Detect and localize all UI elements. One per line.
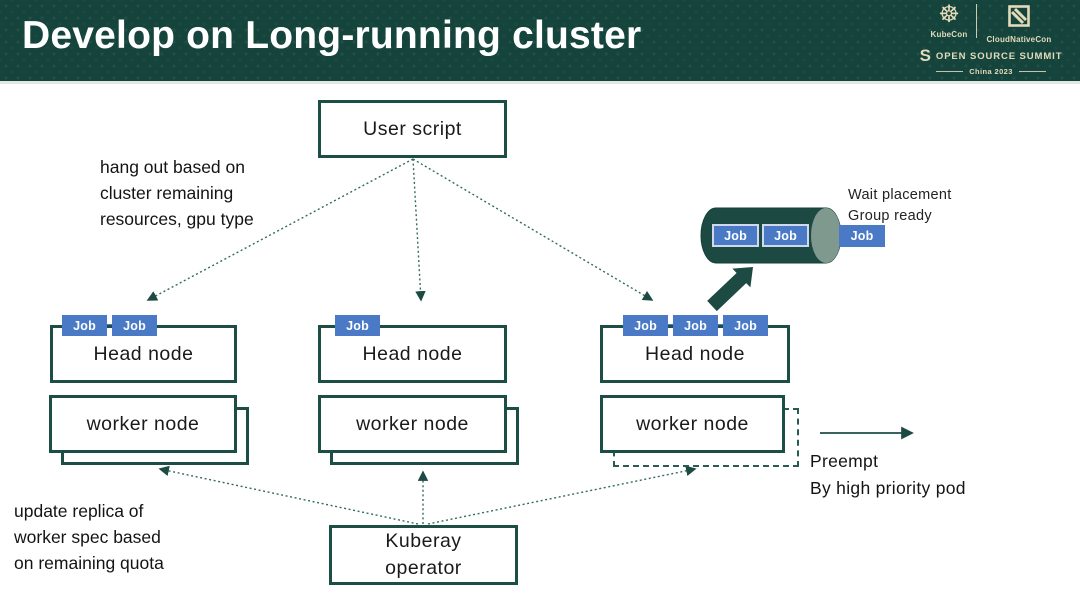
annotation-preempt: Preempt By high priority pod [810, 448, 966, 502]
job-label: Job [774, 228, 797, 243]
user-script-label: User script [363, 117, 462, 140]
logo-row: ☸ KubeCon CloudNativeCon [930, 1, 1052, 45]
job-label: Job [850, 229, 874, 243]
cloudnativecon-label: CloudNativeCon [986, 35, 1052, 44]
annotation-line: resources, gpu type [100, 209, 254, 229]
worker-node-box-2: worker node [318, 395, 507, 453]
summit-label: OPEN SOURCE SUMMIT [935, 50, 1063, 62]
worker-node-box-1: worker node [49, 395, 237, 453]
decorative-line-right [1018, 71, 1046, 72]
job-label: Job [123, 318, 146, 333]
waiting-job-badge: Job [839, 225, 885, 247]
annotation-line: cluster remaining [100, 183, 234, 203]
header-banner: Develop on Long-running cluster ☸ KubeCo… [0, 0, 1080, 84]
annotation-line: worker spec based [14, 527, 161, 547]
summit-s-icon: S [919, 46, 931, 65]
job-badge: Job [673, 315, 718, 336]
job-label: Job [724, 228, 747, 243]
annotation-line: Group ready [848, 208, 932, 224]
job-label: Job [346, 318, 369, 333]
annotation-line: on remaining quota [14, 553, 164, 573]
job-badge: Job [723, 315, 768, 336]
head-node-box-2: Head node [318, 325, 507, 383]
annotation-line: hang out based on [100, 157, 245, 177]
cloudnativecon-logo: CloudNativeCon [986, 2, 1051, 44]
user-script-box: User script [318, 100, 507, 158]
kuberay-operator-label: Kuberay [385, 530, 462, 552]
head-node-label: Head node [645, 342, 745, 365]
job-label: Job [73, 318, 96, 333]
annotation-wait-placement: Wait placement Group ready [848, 185, 952, 227]
arrow-operator-to-worker1 [158, 465, 419, 525]
job-badge: Job [62, 315, 107, 336]
kuberay-operator-box: Kuberay operator [329, 525, 518, 585]
job-badge: Job [623, 315, 668, 336]
annotation-update-replica: update replica of worker spec based on r… [14, 498, 164, 576]
annotation-line: By high priority pod [810, 478, 966, 498]
job-label: Job [734, 318, 757, 333]
placement-job-badge: Job [762, 224, 809, 247]
kubecon-wheel-icon: ☸ [938, 1, 960, 28]
job-label: Job [634, 318, 657, 333]
cylinder-cap [811, 208, 841, 263]
annotation-line: Wait placement [848, 187, 952, 203]
annotation-line: Preempt [810, 451, 879, 471]
logo-divider [976, 4, 978, 38]
arrow-operator-to-worker3 [427, 465, 697, 525]
kuberay-operator-label: operator [385, 557, 462, 579]
placement-job-badge: Job [712, 224, 759, 247]
job-badge: Job [112, 315, 157, 336]
head-node-label: Head node [362, 342, 463, 365]
arrow-userscript-to-head2 [412, 158, 426, 302]
cloudnativecon-icon [1007, 4, 1031, 33]
thick-arrow-to-placement-group [707, 267, 753, 312]
kubecon-logo: ☸ KubeCon [930, 1, 968, 40]
kubecon-label: KubeCon [930, 30, 968, 39]
worker-node-box-3: worker node [600, 395, 785, 453]
page-title: Develop on Long-running cluster [22, 14, 642, 57]
summit-location: China 2023 [936, 67, 1046, 76]
worker-node-label: worker node [86, 412, 200, 435]
arrow-userscript-to-head3 [412, 158, 654, 301]
job-label: Job [684, 318, 707, 333]
diagram-canvas: User script hang out based on cluster re… [0, 84, 1080, 599]
worker-node-label: worker node [356, 412, 469, 435]
operator-arrows [158, 465, 697, 525]
worker-node-label: worker node [636, 412, 749, 435]
open-source-summit-logo: S OPEN SOURCE SUMMIT [919, 46, 1063, 65]
location-label: China 2023 [969, 67, 1013, 76]
decorative-line-left [936, 71, 964, 72]
conference-logos: ☸ KubeCon CloudNativeCon S OPEN SOUR [908, 1, 1074, 77]
job-badge: Job [335, 315, 380, 336]
annotation-hang-out: hang out based on cluster remaining reso… [100, 154, 254, 232]
head-node-label: Head node [93, 342, 194, 365]
annotation-line: update replica of [14, 501, 144, 521]
